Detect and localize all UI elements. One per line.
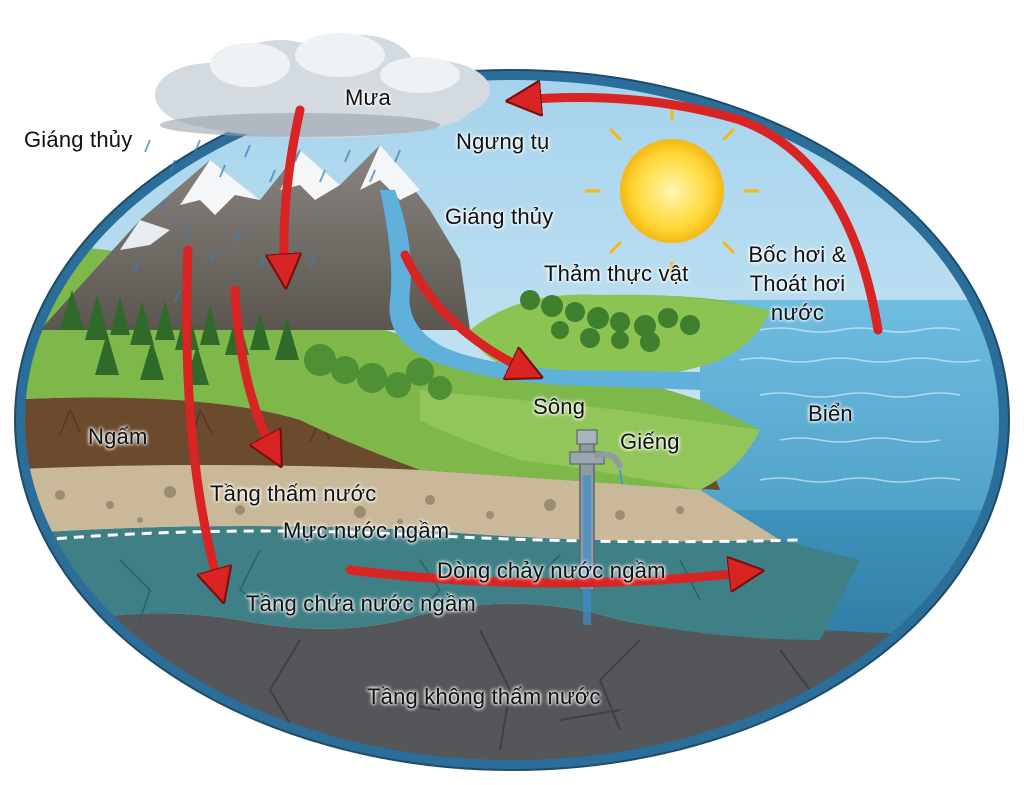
flow-arrows xyxy=(182,98,883,591)
cloud-icon xyxy=(155,33,490,138)
label-aquifer: Tầng chứa nước ngầm xyxy=(246,591,476,616)
arrow-runoff xyxy=(400,250,530,372)
sun-icon xyxy=(585,105,759,277)
label-evapotranspiration: Bốc hơi & Thoát hơi nước xyxy=(748,242,847,325)
label-vegetation: Thảm thực vật xyxy=(544,261,689,286)
deciduous-trees xyxy=(304,344,452,400)
label-impermeable-layer: Tầng không thấm nước xyxy=(367,684,601,709)
arrow-rain xyxy=(284,105,305,275)
label-water-table: Mực nước ngầm xyxy=(283,518,450,543)
label-sea: Biển xyxy=(808,401,853,426)
label-infiltration: Ngấm xyxy=(88,424,148,449)
label-precipitation-left: Giáng thủy xyxy=(24,127,133,152)
label-groundwater-flow: Dòng chảy nước ngầm xyxy=(437,558,666,583)
arrow-infiltration-left xyxy=(182,245,220,590)
well-pump xyxy=(569,429,623,625)
label-condensation: Ngưng tụ xyxy=(456,129,550,154)
sea-waves xyxy=(739,327,981,483)
frame-border xyxy=(15,70,1009,770)
vegetation-grove xyxy=(520,290,700,352)
mountains xyxy=(40,145,470,330)
label-precipitation-mountain: Giáng thủy xyxy=(445,204,554,229)
label-rain: Mưa xyxy=(345,85,391,110)
label-permeable-layer: Tầng thấm nước xyxy=(210,481,377,506)
frame-border-outer xyxy=(14,69,1010,771)
label-river: Sông xyxy=(533,394,586,419)
water-table-line xyxy=(39,529,801,544)
arrow-groundwater-flow xyxy=(345,570,750,583)
arrow-infiltration-soil xyxy=(230,285,275,455)
arrow-evaporation xyxy=(520,98,883,335)
label-well: Giếng xyxy=(620,429,680,454)
